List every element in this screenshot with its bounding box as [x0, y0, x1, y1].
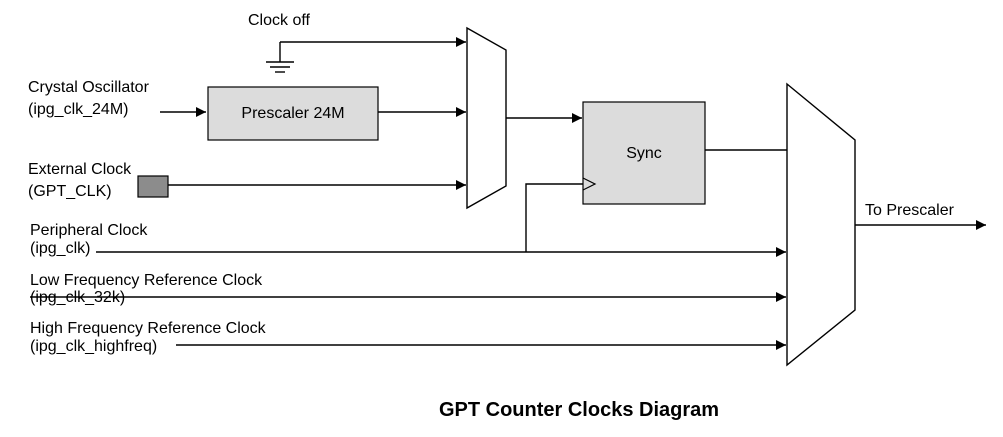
crystal-oscillator-signal: (ipg_clk_24M): [28, 101, 128, 118]
sync-block: [582, 101, 706, 205]
high-freq-ref-signal: (ipg_clk_highfreq): [30, 338, 157, 355]
mux-2: [786, 82, 856, 367]
gpt-clk-pad: [137, 175, 169, 198]
mux-1: [466, 26, 507, 210]
high-freq-ref-label: High Frequency Reference Clock: [30, 320, 267, 337]
clock-off-label: Clock off: [248, 12, 311, 29]
external-clock-signal: (GPT_CLK): [28, 183, 112, 200]
peripheral-clock-signal: (ipg_clk): [30, 240, 90, 257]
crystal-oscillator-label: Crystal Oscillator: [28, 79, 150, 96]
sync-label: Sync: [626, 145, 662, 162]
sync-clock-input-icon: [582, 177, 597, 191]
prescaler-24m-block: [207, 86, 379, 141]
ground-icon: [266, 42, 294, 73]
diagram-title: GPT Counter Clocks Diagram: [439, 399, 719, 421]
to-prescaler-label: To Prescaler: [865, 202, 955, 219]
external-clock-label: External Clock: [28, 161, 132, 178]
prescaler-24m-label: Prescaler 24M: [241, 105, 344, 122]
low-freq-ref-label: Low Frequency Reference Clock: [30, 272, 263, 289]
peripheral-clock-label: Peripheral Clock: [30, 222, 148, 239]
sync-clock-wire: [525, 183, 583, 252]
